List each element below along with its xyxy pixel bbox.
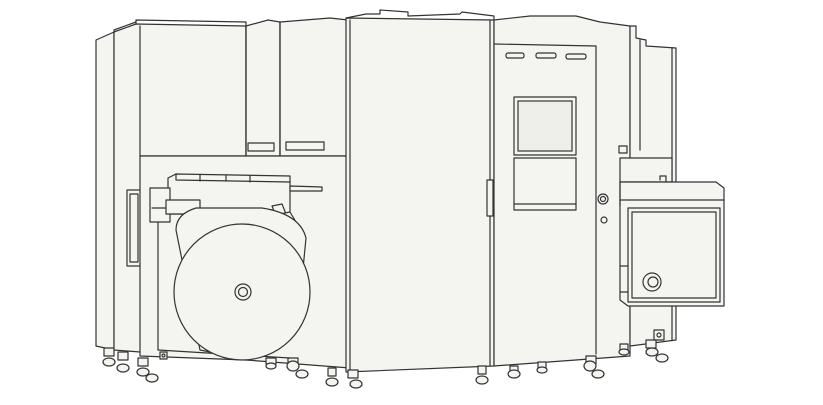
indicator-light [600, 216, 608, 224]
caster-foot [286, 357, 309, 379]
roll-hub [234, 283, 252, 301]
tray-knob [642, 272, 662, 292]
caster-foot [136, 357, 159, 383]
vent-1 [505, 52, 525, 59]
feed-unit [149, 173, 323, 231]
control-knob [597, 193, 609, 205]
cabinet-label-right [285, 141, 325, 151]
right-screw [653, 329, 665, 341]
caster-foot [618, 343, 630, 356]
tray-door [627, 207, 721, 303]
caster-foot [507, 365, 521, 379]
upper-cabinets [245, 17, 349, 157]
upper-display-screen [517, 100, 573, 152]
vent-3 [565, 53, 587, 60]
output-tray [619, 175, 725, 307]
caster-foot [116, 351, 130, 373]
lower-display-frame [513, 157, 577, 211]
caster-foot [645, 339, 669, 363]
center-door-handle [486, 179, 494, 217]
caster-foot [536, 361, 548, 374]
paper-roll [173, 207, 311, 361]
vent-2 [535, 52, 557, 59]
center-unit [345, 9, 495, 373]
control-section [493, 15, 631, 367]
caster-foot [583, 355, 605, 379]
caster-foot [102, 347, 116, 367]
caster-foot [325, 367, 339, 387]
cabinet-label-left [247, 142, 275, 152]
caster-foot [347, 369, 363, 389]
upper-ledge [619, 157, 673, 183]
status-lamp [618, 145, 628, 154]
left-cabinet-handle [126, 189, 142, 267]
caster-foot [475, 365, 489, 385]
caster-feet [102, 339, 669, 389]
caster-foot [265, 357, 277, 370]
bottom-screw [159, 351, 168, 360]
